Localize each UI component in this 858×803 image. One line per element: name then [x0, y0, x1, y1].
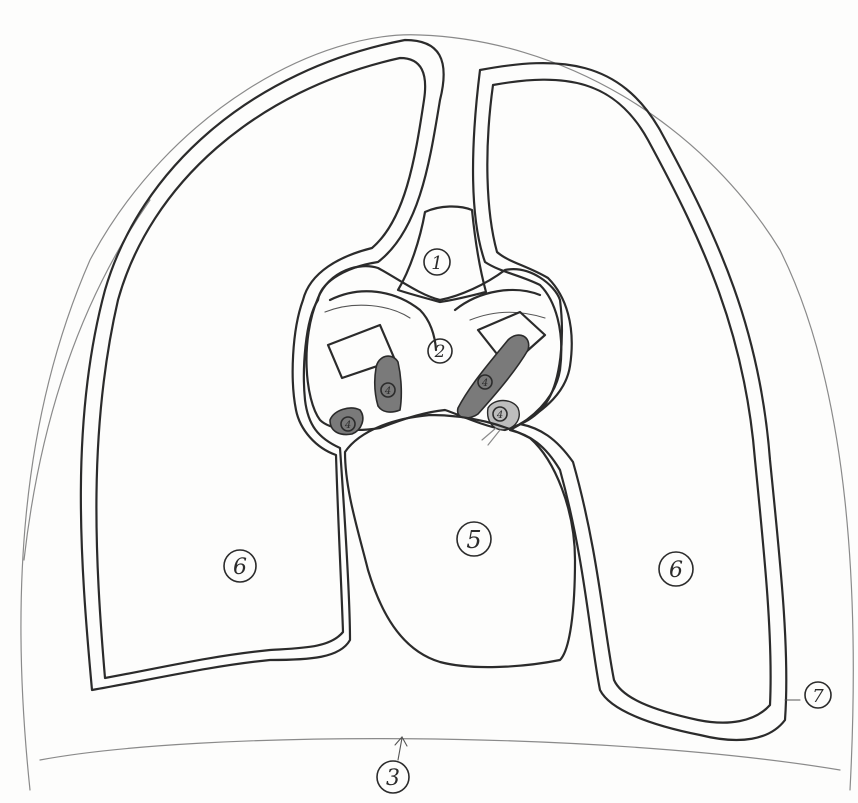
label-diaphragm-marker: 3 [377, 761, 409, 793]
label-heart: 5 [466, 526, 481, 554]
diaphragm-line [40, 739, 840, 770]
right-lung-inner [487, 80, 770, 723]
label-left-lung: 6 [233, 555, 247, 580]
heart [345, 415, 575, 667]
label-vessel-left: 4 [384, 386, 391, 397]
label-pleura-marker: 7 [805, 682, 831, 708]
label-left-lung-marker: 6 [224, 550, 256, 582]
left-bronchus [330, 291, 436, 350]
left-bronchus-lower [325, 305, 410, 318]
right-bronchus [455, 290, 540, 310]
label-vessel-left-lower: 4 [344, 420, 351, 431]
label-pleura: 7 [812, 686, 824, 707]
label-vessel-right-lower: 4 [496, 410, 503, 421]
label-right-lung: 6 [669, 558, 683, 583]
right-bronchus-lower [470, 312, 545, 320]
label-bifurcation-marker: 2 [428, 339, 452, 363]
vessel-left-upper [375, 356, 402, 412]
label-heart-marker: 5 [457, 522, 491, 556]
label-trachea-marker: 1 [424, 249, 450, 275]
heart-shading [482, 428, 500, 445]
right-lung-outer [473, 63, 786, 740]
label-vessel-right: 4 [481, 378, 488, 389]
label-trachea: 1 [431, 253, 442, 274]
label-diaphragm: 3 [386, 766, 400, 791]
diaphragm-arrow [395, 737, 407, 760]
thoracic-wall-outline [21, 35, 853, 790]
label-bifurcation: 2 [434, 342, 446, 362]
label-right-lung-marker: 6 [659, 552, 693, 586]
